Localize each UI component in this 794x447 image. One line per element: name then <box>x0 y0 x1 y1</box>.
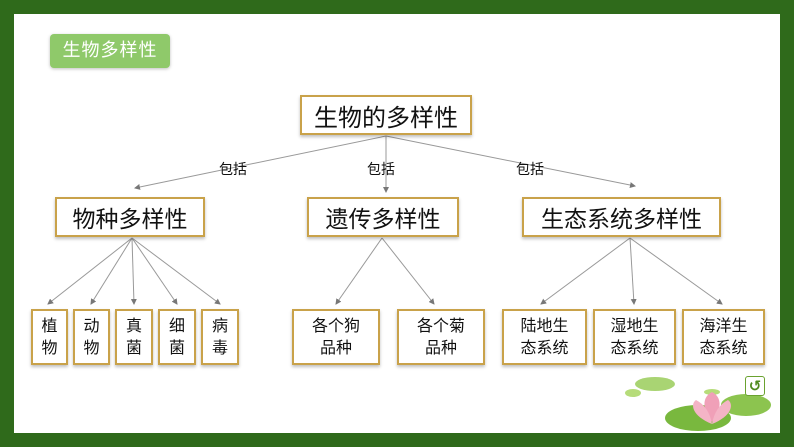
leaf-bacteria: 细 菌 <box>158 309 196 365</box>
connector-ecosystem-leaf <box>540 237 631 305</box>
connector-species-leaf <box>90 237 133 305</box>
leaf-animals: 动 物 <box>73 309 110 365</box>
connector-root-species <box>134 135 387 190</box>
connector-species-leaf <box>47 237 133 305</box>
category-species-node: 物种多样性 <box>55 197 205 237</box>
edge-label-species: 包括 <box>219 162 247 178</box>
edge-label-ecosystem: 包括 <box>516 162 544 178</box>
connector-ecosystem-leaf <box>629 237 723 305</box>
leaf-wetland-ecosystem: 湿地生 态系统 <box>593 309 676 365</box>
connector-species-leaf <box>131 237 221 305</box>
connector-genetic-leaf <box>381 237 435 305</box>
connector-species-leaf <box>131 237 178 305</box>
category-ecosystem-node: 生态系统多样性 <box>522 197 721 237</box>
lotus-decoration <box>625 377 771 431</box>
leaf-ocean-ecosystem: 海洋生 态系统 <box>682 309 765 365</box>
connector-genetic-leaf <box>335 237 383 305</box>
leaf-land-ecosystem: 陆地生 态系统 <box>502 309 587 365</box>
leaf-plants: 植 物 <box>31 309 68 365</box>
connector-species-leaf <box>130 237 137 305</box>
root-node: 生物的多样性 <box>300 95 472 135</box>
return-icon[interactable]: ↺ <box>745 376 765 396</box>
category-genetic-node: 遗传多样性 <box>307 197 459 237</box>
connector-ecosystem-leaf <box>629 237 637 305</box>
section-tag: 生物多样性 <box>50 34 170 68</box>
leaf-chrysanthemum-varieties: 各个菊 品种 <box>397 309 485 365</box>
leaf-viruses: 病 毒 <box>201 309 239 365</box>
connector-root-ecosystem <box>385 135 636 188</box>
leaf-fungi: 真 菌 <box>115 309 153 365</box>
edge-label-genetic: 包括 <box>367 162 395 178</box>
leaf-dog-breeds: 各个狗 品种 <box>292 309 380 365</box>
